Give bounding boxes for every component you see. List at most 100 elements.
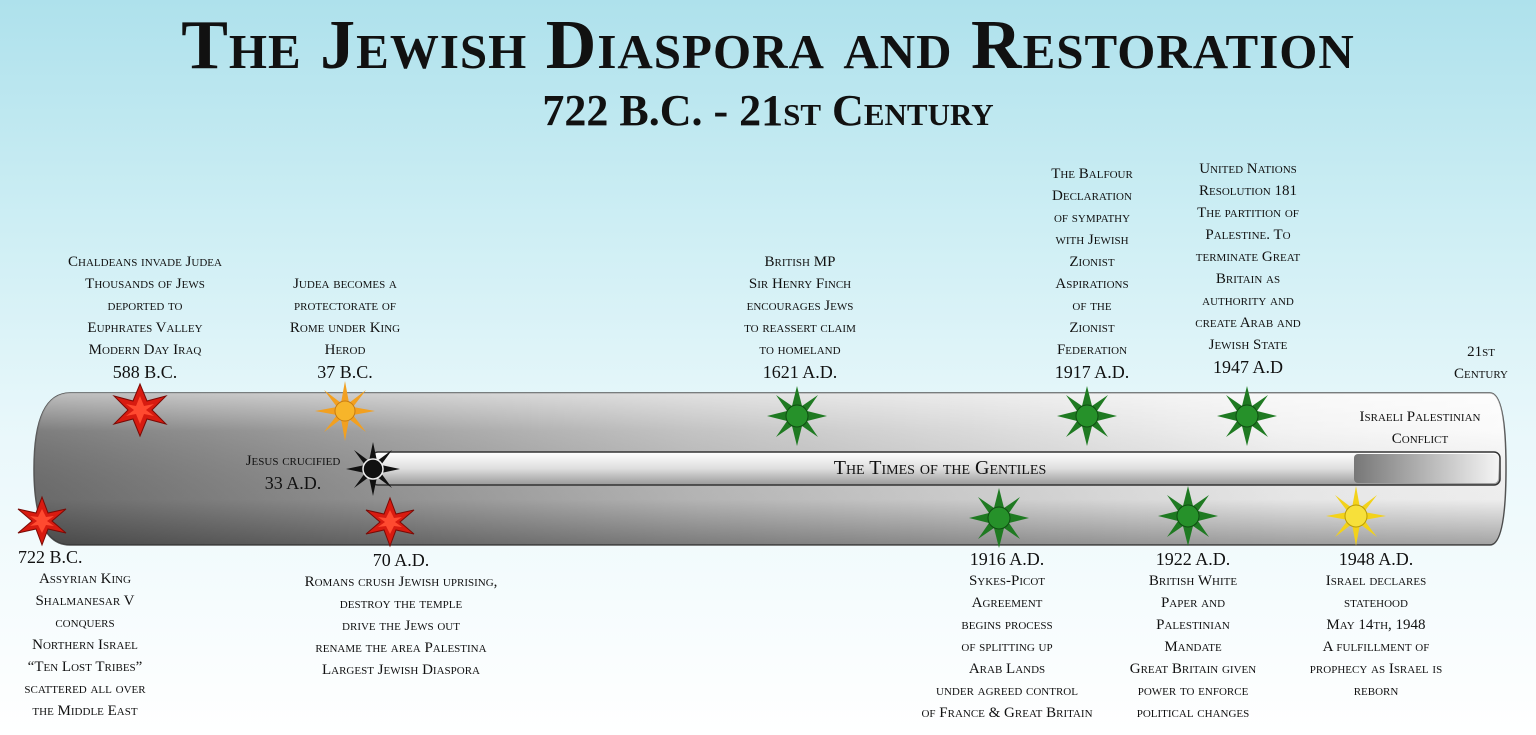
- event-text: “Ten Lost Tribes”: [27, 659, 143, 675]
- event-text: British MP: [764, 254, 836, 270]
- event-text: prophecy as Israel is: [1309, 661, 1443, 677]
- event-text: Romans crush Jewish uprising,: [304, 574, 498, 590]
- star-icon-1947ad: [1217, 386, 1277, 446]
- event-text: under agreed control: [936, 683, 1078, 699]
- burst-icon-70ad: [365, 496, 415, 548]
- event-date: 70 A.D.: [372, 550, 430, 570]
- event-text: Largest Jewish Diaspora: [321, 662, 480, 678]
- event-21st-century: 21st Century: [1436, 341, 1526, 385]
- event-date: 722 B.C.: [18, 547, 83, 567]
- sun-icon-37bc: [315, 381, 375, 441]
- event-text: British White: [1148, 573, 1238, 589]
- event-date: 1621 A.D.: [762, 362, 838, 382]
- event-text: power to enforce: [1137, 683, 1249, 699]
- sun-icon-33ad-black: [346, 442, 400, 496]
- sun-icon-1948ad: [1326, 486, 1386, 546]
- event-text: of sympathy: [1053, 210, 1131, 226]
- event-text: Herod: [324, 342, 366, 358]
- event-text: protectorate of: [294, 298, 396, 314]
- event-text: terminate Great: [1195, 249, 1301, 265]
- event-text: Sir Henry Finch: [748, 276, 852, 292]
- star-icon-1917ad: [1057, 386, 1117, 446]
- event-text: Palestine. To: [1205, 227, 1291, 243]
- event-text: Paper and: [1160, 595, 1226, 611]
- event-1916ad: 1916 A.D. Sykes-Picot Agreement begins p…: [898, 548, 1116, 724]
- event-conflict: Israeli Palestinian Conflict: [1340, 406, 1500, 450]
- event-text: Israel declares: [1325, 573, 1427, 589]
- event-text: Thousands of Jews: [85, 276, 205, 292]
- event-text: Judea becomes a: [293, 276, 397, 292]
- burst-icon-588bc: [112, 382, 168, 438]
- event-text: Zionist: [1069, 320, 1115, 336]
- event-text: destroy the temple: [339, 596, 463, 612]
- event-text: reborn: [1353, 683, 1399, 699]
- event-text: Shalmanesar V: [35, 593, 135, 609]
- event-text: to reassert claim: [744, 320, 856, 336]
- event-text: of France & Great Britain: [921, 705, 1093, 721]
- event-text: conquers: [55, 615, 115, 631]
- event-text: 21st: [1467, 344, 1495, 360]
- event-text: May 14th, 1948: [1326, 617, 1426, 633]
- page-subtitle: 722 B.C. - 21st Century: [542, 86, 994, 135]
- event-date: 1947 A.D: [1212, 357, 1283, 377]
- event-text: Declaration: [1052, 188, 1132, 204]
- event-text: Great Britain given: [1129, 661, 1257, 677]
- event-70ad: 70 A.D. Romans crush Jewish uprising, de…: [270, 549, 532, 681]
- event-text: Chaldeans invade Judea: [68, 254, 222, 270]
- event-text: United Nations: [1199, 161, 1297, 177]
- event-1922ad: 1922 A.D. British White Paper and Palest…: [1108, 548, 1278, 724]
- event-text: A fulfillment of: [1322, 639, 1430, 655]
- event-text: Euphrates Valley: [87, 320, 203, 336]
- event-text: deported to: [107, 298, 183, 314]
- event-text: statehood: [1344, 595, 1408, 611]
- event-date: 1948 A.D.: [1338, 549, 1414, 569]
- event-text: Jewish State: [1208, 337, 1288, 353]
- event-text: Israeli Palestinian: [1359, 409, 1481, 425]
- event-text: Conflict: [1391, 431, 1449, 447]
- event-text: Jesus crucified: [245, 453, 341, 469]
- page-title: The Jewish Diaspora and Restoration: [181, 7, 1355, 84]
- burst-icon-722bc: [17, 495, 67, 547]
- event-text: Modern Day Iraq: [88, 342, 202, 358]
- event-text: Northern Israel: [32, 637, 138, 653]
- event-text: begins process: [961, 617, 1053, 633]
- star-icon-1916ad: [969, 488, 1029, 548]
- event-date: 1922 A.D.: [1155, 549, 1231, 569]
- event-text: scattered all over: [24, 681, 146, 697]
- event-text: Zionist: [1069, 254, 1115, 270]
- times-of-gentiles-label: The Times of the Gentiles: [833, 457, 1047, 479]
- event-text: to homeland: [759, 342, 841, 358]
- event-text: The Balfour: [1051, 166, 1133, 182]
- event-722bc: 722 B.C. Assyrian King Shalmanesar V con…: [0, 546, 170, 722]
- event-text: Aspirations: [1055, 276, 1129, 292]
- event-date: 588 B.C.: [112, 362, 178, 382]
- event-text: political changes: [1136, 705, 1250, 721]
- event-text: The partition of: [1197, 205, 1299, 221]
- event-date: 1917 A.D.: [1054, 362, 1130, 382]
- event-text: with Jewish: [1055, 232, 1129, 248]
- star-icon-1922ad: [1158, 486, 1218, 546]
- event-1917ad: The Balfour Declaration of sympathy with…: [1022, 163, 1162, 383]
- event-text: Agreement: [971, 595, 1043, 611]
- star-icon-1621ad: [767, 386, 827, 446]
- event-text: Century: [1453, 366, 1508, 382]
- event-text: Mandate: [1164, 639, 1222, 655]
- event-37bc: Judea becomes a protectorate of Rome und…: [250, 273, 440, 383]
- event-text: Assyrian King: [38, 571, 132, 587]
- event-text: of splitting up: [961, 639, 1053, 655]
- event-text: rename the area Palestina: [315, 640, 487, 656]
- event-33ad: Jesus crucified 33 A.D.: [228, 450, 358, 494]
- event-date: 37 B.C.: [317, 362, 373, 382]
- event-text: Rome under King: [289, 320, 401, 336]
- event-text: Federation: [1056, 342, 1128, 358]
- event-date: 1916 A.D.: [969, 549, 1045, 569]
- event-1621ad: British MP Sir Henry Finch encourages Je…: [700, 251, 900, 383]
- event-1947ad: United Nations Resolution 181 The partit…: [1168, 158, 1328, 378]
- event-text: Sykes-Picot: [968, 573, 1046, 589]
- event-text: Arab Lands: [968, 661, 1046, 677]
- event-1948ad: 1948 A.D. Israel declares statehood May …: [1288, 548, 1464, 702]
- event-text: create Arab and: [1195, 315, 1301, 331]
- event-text: drive the Jews out: [342, 618, 460, 634]
- event-text: Palestinian: [1156, 617, 1230, 633]
